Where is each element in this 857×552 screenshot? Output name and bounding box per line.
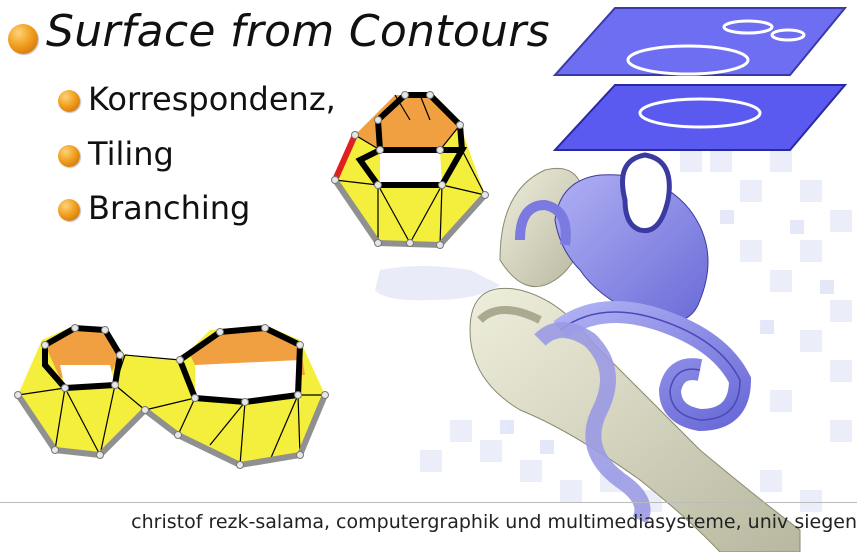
footer-divider (0, 502, 857, 503)
footer-text: christof rezk-salama, computergraphik un… (131, 511, 857, 533)
